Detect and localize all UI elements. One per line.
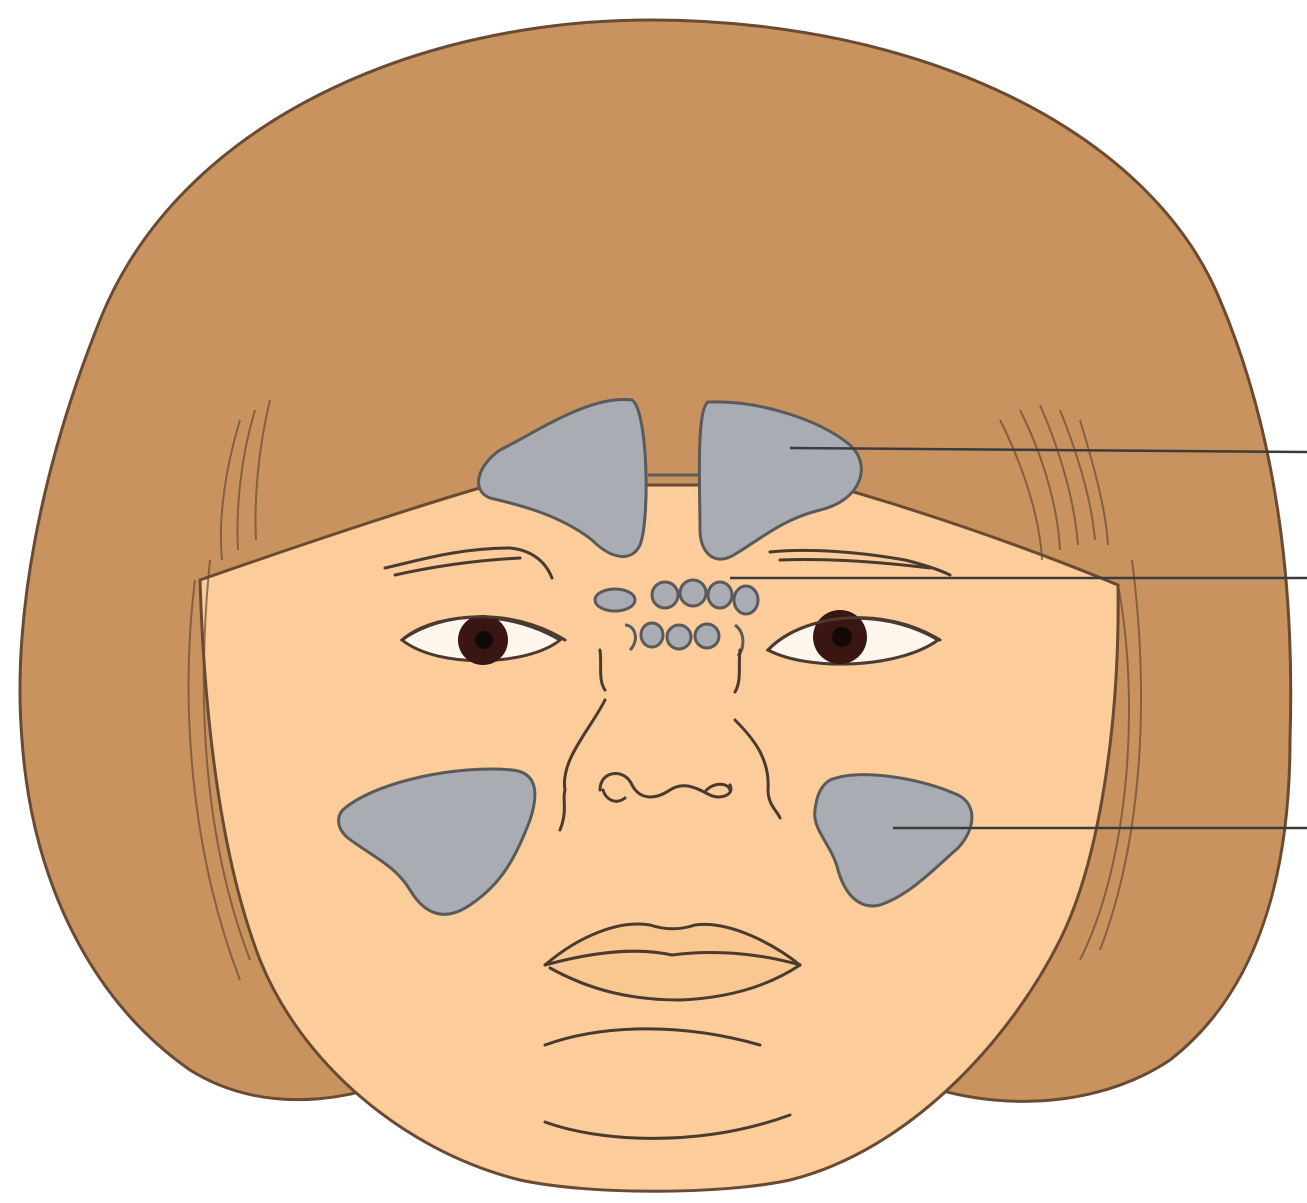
ethmoid-cell	[708, 582, 732, 608]
ethmoid-cell	[734, 586, 758, 614]
ethmoid-cell	[652, 582, 678, 608]
ethmoid-cell	[667, 625, 691, 649]
ethmoid-cell	[595, 589, 635, 611]
ethmoid-cell	[695, 624, 719, 648]
ethmoid-cell	[641, 623, 663, 647]
ethmoid-cell	[680, 580, 706, 606]
